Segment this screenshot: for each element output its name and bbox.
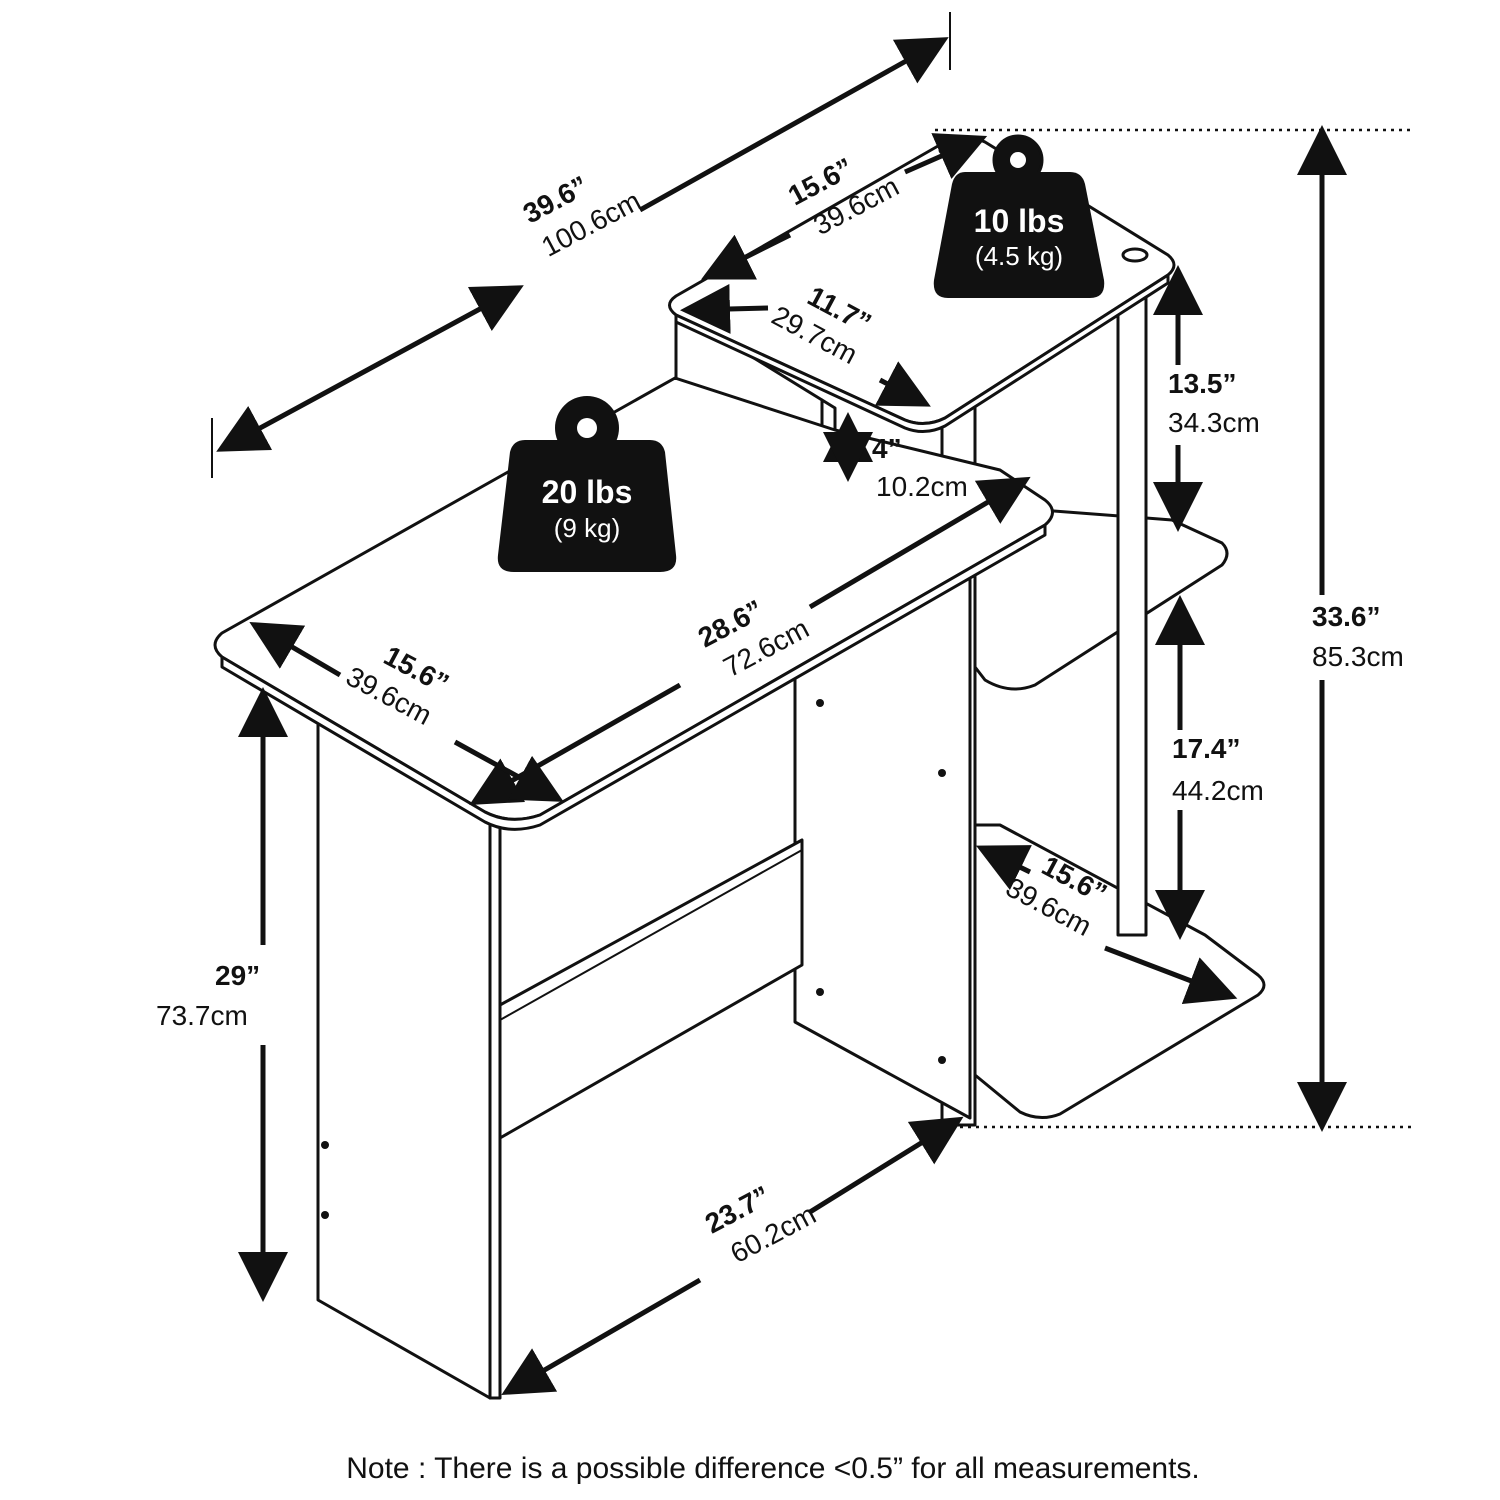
- lower-gap-imperial: 17.4”: [1172, 733, 1241, 764]
- riser-height-metric: 10.2cm: [876, 471, 968, 502]
- middle-side-shelf: [973, 503, 1229, 691]
- side-shelf-depth-arrow: [1104, 945, 1238, 1005]
- screw-dot: [321, 1211, 329, 1219]
- upper-gap-metric: 34.3cm: [1168, 407, 1260, 438]
- bottom-side-shelf: [973, 823, 1266, 1119]
- desk-left-panel-front: [488, 818, 502, 1400]
- desk-length-arrow: [808, 476, 1031, 610]
- knee-space-arrow: [501, 1277, 702, 1396]
- desk-top-weight-lbs: 20 lbs: [542, 474, 633, 510]
- riser-height-imperial: 4”: [872, 433, 902, 464]
- overall-length-arrow: [216, 285, 524, 452]
- screw-dot: [816, 988, 824, 996]
- weight-icon: [933, 134, 1105, 298]
- top-shelf-weight-kg: (4.5 kg): [975, 241, 1063, 271]
- desk-depth-arrow: [249, 621, 342, 678]
- side-shelf-depth-arrow: [976, 845, 1032, 891]
- shelf-width-arrow: [903, 133, 988, 179]
- upper-gap-imperial: 13.5”: [1168, 368, 1237, 399]
- desk-depth-arrow: [453, 739, 564, 802]
- shelf-depth-arrow: [874, 361, 931, 407]
- shelf-depth-arrow: [680, 283, 769, 334]
- screw-dot: [938, 769, 946, 777]
- dimension-lines: [211, 12, 1415, 1396]
- desk-top-weight-kg: (9 kg): [554, 513, 620, 543]
- overall-height-imperial: 33.6”: [1312, 601, 1381, 632]
- screw-dot: [321, 1141, 329, 1149]
- measurement-note: Note : There is a possible difference <0…: [346, 1452, 1200, 1485]
- knee-space-arrow: [808, 1116, 964, 1215]
- screw-dot: [938, 1056, 946, 1064]
- overall-height-metric: 85.3cm: [1312, 641, 1404, 672]
- desk-left-panel-side: [316, 718, 492, 1400]
- overall-length-arrow: [638, 37, 949, 213]
- desk-height-imperial: 29”: [215, 960, 260, 991]
- modesty-panel-divider: [499, 849, 803, 1021]
- lower-gap-metric: 44.2cm: [1172, 775, 1264, 806]
- screw-dot: [816, 699, 824, 707]
- support-pole: [1116, 273, 1148, 937]
- desk-height-metric: 73.7cm: [156, 1000, 248, 1031]
- shelf-width-arrow: [701, 232, 792, 280]
- cable-hole-icon: [1121, 247, 1149, 263]
- weight-icon: [497, 396, 677, 572]
- desk-top-edge: [220, 523, 1047, 831]
- modesty-panel: [498, 838, 804, 1140]
- top-shelf-weight-lbs: 10 lbs: [974, 203, 1065, 239]
